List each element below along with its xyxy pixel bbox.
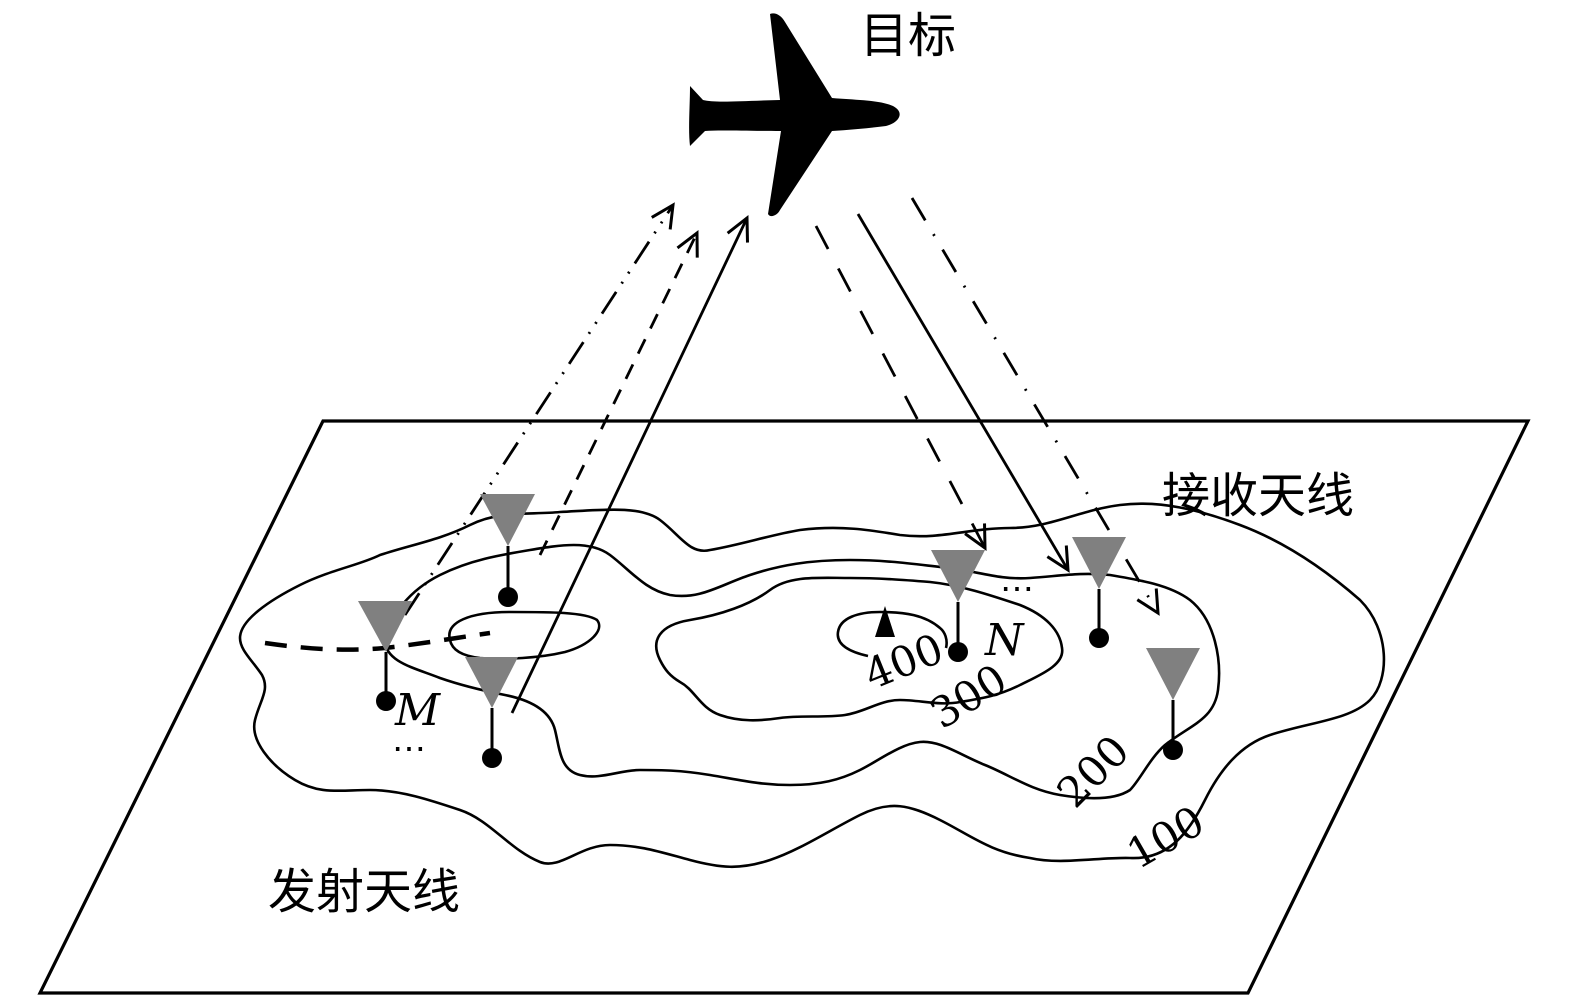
antenna-triangle-icon — [931, 550, 985, 602]
receive-antenna — [931, 550, 985, 662]
receive-count-label: N — [984, 615, 1025, 666]
receive-antenna — [1146, 648, 1200, 760]
target-label: 目标 — [860, 8, 956, 64]
antenna-triangle-icon — [465, 657, 518, 708]
ray-tx3-solid — [510, 214, 750, 714]
ray-rx2-solid — [856, 213, 1070, 573]
antenna-triangle-icon — [480, 494, 535, 546]
left-hill-contour — [448, 610, 601, 661]
receive-antenna — [1072, 537, 1126, 648]
contour-300 — [654, 576, 1064, 722]
antenna-triangle-icon — [358, 601, 412, 652]
contour-100 — [238, 502, 1386, 869]
contour-400 — [836, 610, 948, 658]
ray-tx2-dashed — [538, 229, 699, 556]
airplane-icon — [689, 13, 900, 217]
transmit-antenna-label: 发射天线 — [268, 864, 460, 920]
transmit-ellipsis: ⋯ — [392, 729, 426, 769]
receive-antenna-label: 接收天线 — [1162, 468, 1354, 524]
transmit-antenna — [358, 601, 412, 711]
antenna-triangle-icon — [1072, 537, 1126, 589]
ray-tx1-dashdotdot — [403, 202, 675, 616]
ray-rx1-longdashed — [814, 225, 987, 551]
transmit-count-label: M — [394, 685, 441, 736]
ground-plane — [37, 419, 1531, 995]
peak-marker-icon — [875, 606, 895, 637]
contour-label-200: 200 — [1047, 726, 1138, 817]
transmit-antenna — [480, 494, 535, 607]
transmit-antenna — [465, 657, 518, 768]
antenna-triangle-icon — [1146, 648, 1200, 700]
receive-ellipsis: ⋯ — [1000, 569, 1034, 609]
contour-label-100: 100 — [1119, 796, 1213, 879]
